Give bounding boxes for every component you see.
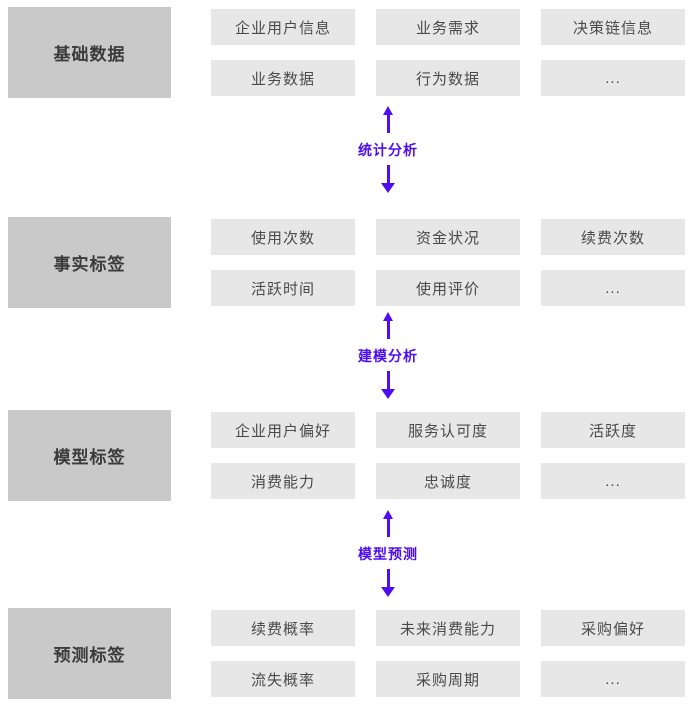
item-box: 未来消费能力: [376, 610, 520, 646]
item-label: ...: [605, 69, 621, 87]
item-box: 采购周期: [376, 661, 520, 697]
item-label: 业务数据: [250, 70, 315, 88]
down-arrow-icon: [381, 165, 395, 193]
item-box: 资金状况: [376, 219, 520, 255]
item-label: 续费次数: [580, 229, 645, 247]
item-label: 未来消费能力: [399, 620, 496, 638]
item-box-ellipsis: ...: [541, 60, 685, 96]
item-label: 续费概率: [250, 620, 315, 638]
item-label: 活跃时间: [250, 280, 315, 298]
item-box-ellipsis: ...: [541, 270, 685, 306]
item-label: 资金状况: [415, 229, 480, 247]
connector-label: 模型预测: [358, 546, 418, 562]
item-label: 活跃度: [588, 422, 637, 440]
item-label: 服务认可度: [407, 422, 488, 440]
item-box: 企业用户偏好: [211, 412, 355, 448]
item-box: 消费能力: [211, 463, 355, 499]
section-items-grid: 企业用户偏好 服务认可度 活跃度 消费能力 忠诚度 ...: [211, 412, 685, 499]
connector-model-prediction: 模型预测: [358, 510, 418, 597]
item-label: ...: [605, 472, 621, 490]
section-label: 事实标签: [53, 255, 126, 274]
section-label-block: 预测标签: [8, 608, 171, 699]
item-box: 服务认可度: [376, 412, 520, 448]
item-box: 续费概率: [211, 610, 355, 646]
section-label: 预测标签: [53, 646, 126, 665]
section-label-block: 基础数据: [8, 7, 171, 98]
section-label-block: 事实标签: [8, 217, 171, 308]
item-box: 业务需求: [376, 9, 520, 45]
down-arrow-icon: [381, 569, 395, 597]
connector-label: 统计分析: [358, 142, 418, 158]
section-prediction-tags: 预测标签 续费概率 未来消费能力 采购偏好 流失概率 采购周期 ...: [8, 608, 685, 699]
item-label: 采购周期: [415, 671, 480, 689]
item-label: 企业用户信息: [234, 19, 331, 37]
item-box: 流失概率: [211, 661, 355, 697]
section-fact-tags: 事实标签 使用次数 资金状况 续费次数 活跃时间 使用评价 ...: [8, 217, 685, 308]
section-label-block: 模型标签: [8, 410, 171, 501]
item-box: 使用次数: [211, 219, 355, 255]
up-arrow-icon: [383, 510, 393, 537]
item-label: 使用评价: [415, 280, 480, 298]
section-items-grid: 企业用户信息 业务需求 决策链信息 业务数据 行为数据 ...: [211, 9, 685, 96]
item-label: 使用次数: [250, 229, 315, 247]
item-label: ...: [605, 670, 621, 688]
section-model-tags: 模型标签 企业用户偏好 服务认可度 活跃度 消费能力 忠诚度 ...: [8, 410, 685, 501]
section-items-grid: 续费概率 未来消费能力 采购偏好 流失概率 采购周期 ...: [211, 610, 685, 697]
item-label: 采购偏好: [580, 620, 645, 638]
connector-label: 建模分析: [358, 348, 418, 364]
item-box: 采购偏好: [541, 610, 685, 646]
item-box: 业务数据: [211, 60, 355, 96]
item-box: 行为数据: [376, 60, 520, 96]
item-box: 忠诚度: [376, 463, 520, 499]
item-box: 续费次数: [541, 219, 685, 255]
item-label: 忠诚度: [423, 473, 472, 491]
item-box: 活跃时间: [211, 270, 355, 306]
item-label: 企业用户偏好: [234, 422, 331, 440]
item-box-ellipsis: ...: [541, 463, 685, 499]
item-box: 企业用户信息: [211, 9, 355, 45]
connector-statistical-analysis: 统计分析: [358, 106, 418, 193]
item-box: 活跃度: [541, 412, 685, 448]
section-label: 模型标签: [53, 448, 126, 467]
item-label: ...: [605, 279, 621, 297]
item-box: 使用评价: [376, 270, 520, 306]
connector-modeling-analysis: 建模分析: [358, 312, 418, 399]
item-label: 决策链信息: [572, 19, 653, 37]
item-label: 业务需求: [415, 19, 480, 37]
item-label: 消费能力: [250, 473, 315, 491]
up-arrow-icon: [383, 312, 393, 339]
item-label: 流失概率: [250, 671, 315, 689]
section-items-grid: 使用次数 资金状况 续费次数 活跃时间 使用评价 ...: [211, 219, 685, 306]
item-box-ellipsis: ...: [541, 661, 685, 697]
section-label: 基础数据: [53, 45, 126, 64]
item-box: 决策链信息: [541, 9, 685, 45]
item-label: 行为数据: [415, 70, 480, 88]
up-arrow-icon: [383, 106, 393, 133]
section-basic-data: 基础数据 企业用户信息 业务需求 决策链信息 业务数据 行为数据 ...: [8, 7, 685, 98]
down-arrow-icon: [381, 371, 395, 399]
